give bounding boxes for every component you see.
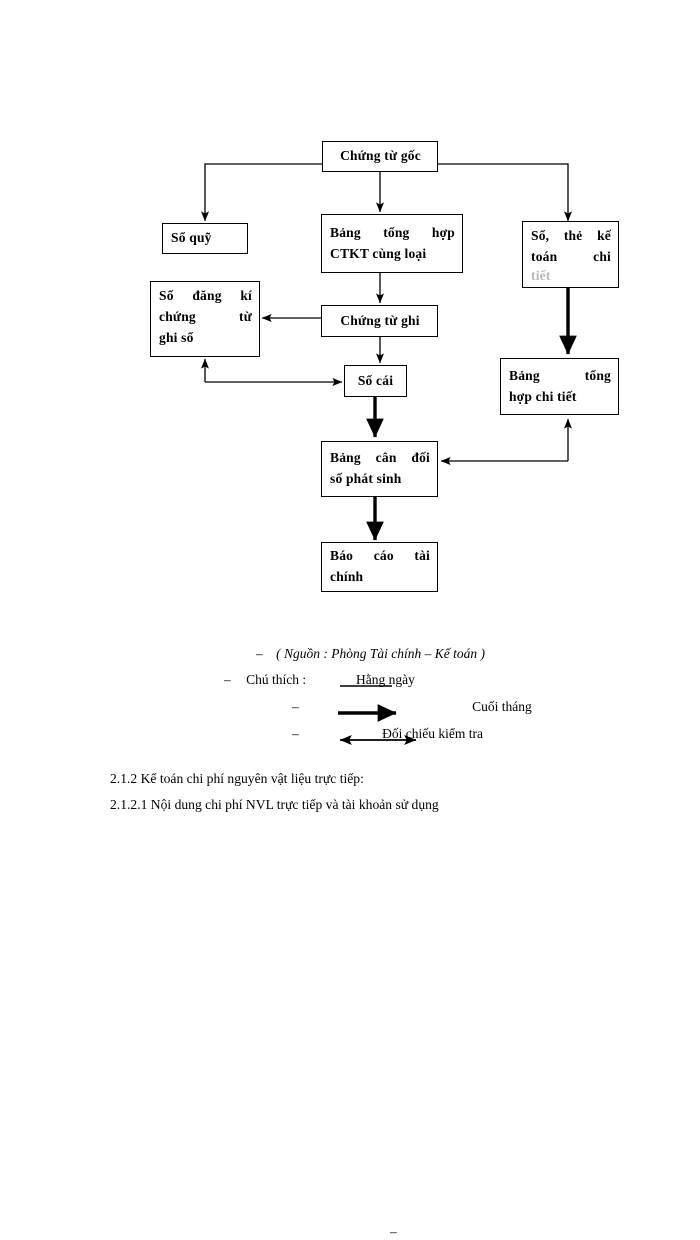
node-line: Sổ, thẻ kế <box>531 226 611 247</box>
dash-mark: – <box>256 646 263 661</box>
node-line: chính <box>330 569 364 584</box>
node-chung-tu-ghi: Chứng từ ghi <box>321 305 438 337</box>
node-so-quy: Sổ quỹ <box>162 223 248 254</box>
node-word: đăng <box>192 288 222 303</box>
legend-source-row: – ( Nguồn : Phòng Tài chính – Kế toán ) <box>256 646 485 662</box>
dash-mark: – <box>224 672 231 687</box>
node-word: chi <box>593 248 611 264</box>
dash-mark: – <box>292 726 299 741</box>
node-word: tổng <box>383 224 410 240</box>
node-word: toán <box>531 248 558 264</box>
node-line: Bảng tổng hợp <box>330 223 455 244</box>
node-word: thẻ <box>563 228 583 243</box>
node-line: Sổ quỹ <box>171 230 212 246</box>
node-line: toán chi <box>531 247 611 268</box>
node-so-cai: Sổ cái <box>344 365 407 397</box>
flowchart-connectors <box>200 163 577 541</box>
node-line: hợp chi tiết <box>509 388 577 404</box>
legend-item-doi-chieu-kiem-tra: – Đối chiếu kiểm tra <box>292 726 483 745</box>
node-line: CTKT cùng loại <box>330 245 427 261</box>
node-word: Bảng <box>330 224 361 240</box>
node-line: Chứng từ ghi <box>340 312 420 328</box>
node-word: Bảng <box>509 367 540 383</box>
node-word: Sổ <box>159 288 174 303</box>
node-word: cân <box>375 450 397 466</box>
node-line: Bảng tổng <box>509 366 611 387</box>
legend-item-label: Hằng ngày <box>356 672 415 687</box>
node-line: Sổ cái <box>357 372 394 388</box>
thin-line-icon <box>340 685 392 687</box>
node-chung-tu-goc: Chứng từ gốc <box>322 141 438 172</box>
body-text-block: 2.1.2 Kế toán chi phí nguyên vật liệu tr… <box>110 766 650 818</box>
source-note: ( Nguồn : Phòng Tài chính – Kế toán ) <box>276 646 485 661</box>
node-word: Sổ, <box>531 228 550 243</box>
dash-mark: – <box>292 699 299 714</box>
node-word: tài <box>414 548 430 564</box>
node-word: Báo <box>330 548 354 564</box>
node-so-the-ke-toan-chi-tiet: Sổ, thẻ kế toán chi tiết <box>522 221 619 288</box>
legend-item-label: Cuối tháng <box>472 699 532 714</box>
flowchart-legend: – – ( Nguồn : Phòng Tài chính – Kế toán … <box>0 612 700 1239</box>
legend-item-hang-ngay: Hằng ngày <box>340 672 415 688</box>
heading-2-1-2-1: 2.1.2.1 Nội dung chi phí NVL trực tiếp v… <box>110 797 439 812</box>
node-word: kế <box>597 228 611 243</box>
node-line: ghi sổ <box>159 329 194 345</box>
node-line: Chứng từ gốc <box>340 148 421 164</box>
accounting-flowchart: Chứng từ gốc Sổ quỹ Bảng tổng hợp CTKT c… <box>150 141 619 592</box>
node-so-dang-ki-chung-tu-ghi-so: Sổ đăng kí chứng từ ghi sổ <box>150 281 260 357</box>
node-line: số phát sinh <box>330 471 402 486</box>
legend-caption-row: – Chú thích : <box>224 672 306 688</box>
node-line: Sổ đăng kí <box>159 286 252 307</box>
legend-item-cuoi-thang: – Cuối tháng <box>292 699 532 722</box>
node-line: Báo cáo tài <box>330 546 430 567</box>
node-word: đối <box>411 450 430 466</box>
node-word: cáo <box>373 548 394 564</box>
node-bang-tong-hop-ctkt: Bảng tổng hợp CTKT cùng loại <box>321 214 463 273</box>
stray-dash-mark: – <box>390 1224 397 1239</box>
node-word: từ <box>239 308 252 324</box>
node-word: chứng <box>159 308 196 324</box>
legend-caption-label: Chú thích : <box>246 672 307 687</box>
node-line: Bảng cân đối <box>330 448 430 469</box>
node-word: hợp <box>431 224 455 240</box>
document-page: Chứng từ gốc Sổ quỹ Bảng tổng hợp CTKT c… <box>0 141 700 1239</box>
node-bang-can-doi-so-phat-sinh: Bảng cân đối số phát sinh <box>321 441 438 497</box>
node-word: kí <box>240 288 252 303</box>
heading-2-1-2: 2.1.2 Kế toán chi phí nguyên vật liệu tr… <box>110 771 364 786</box>
node-line: chứng từ <box>159 307 252 328</box>
bidirectional-arrow-icon <box>339 735 417 745</box>
node-word: tổng <box>584 367 611 383</box>
node-bang-tong-hop-chi-tiet: Bảng tổng hợp chi tiết <box>500 358 619 415</box>
node-bao-cao-tai-chinh: Báo cáo tài chính <box>321 542 438 592</box>
node-line-clipped: tiết <box>531 267 551 283</box>
node-word: Bảng <box>330 450 361 466</box>
thick-right-arrow-icon <box>338 704 397 722</box>
